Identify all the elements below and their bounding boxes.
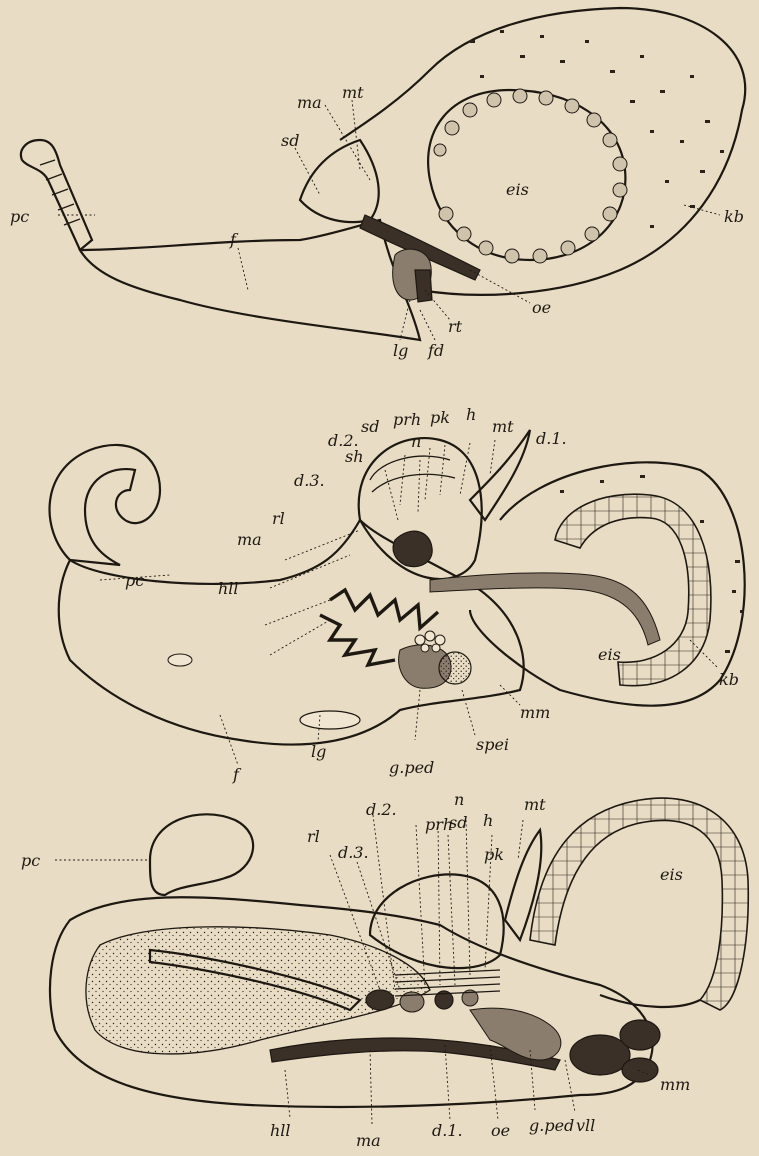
fig1-rt xyxy=(415,270,432,302)
fig2-label-d3: d.3. xyxy=(294,471,325,490)
fig1-label-fd: fd xyxy=(427,341,444,360)
fig1-bead-chain xyxy=(434,89,627,263)
fig2-label-h: h xyxy=(466,405,476,424)
fig2-label-gped: g.ped xyxy=(389,758,434,777)
fig2-label-eis: eis xyxy=(598,645,621,664)
fig3-label-mt: mt xyxy=(524,795,546,814)
fig1-leaders xyxy=(58,100,720,340)
fig2-label-sd: sd xyxy=(361,417,379,436)
fig3-label-d1: d.1. xyxy=(432,1121,463,1140)
fig2-label-mm: mm xyxy=(520,703,550,722)
fig2-label-hll: hll xyxy=(218,579,239,598)
fig2-label-pk: pk xyxy=(430,408,450,427)
fig1-label-eis: eis xyxy=(506,180,529,199)
fig3-label-sd: sd xyxy=(449,813,467,832)
fig2-label-pc: pc xyxy=(125,571,144,590)
fig1-label-sd: sd xyxy=(281,131,299,150)
figure-1: pc ma mt sd eis kb f oe rt lg fd xyxy=(10,8,745,360)
fig1-label-f: f xyxy=(229,230,239,249)
fig2-sd-lobes xyxy=(370,456,455,492)
fig2-label-d1: d.1. xyxy=(536,429,567,448)
fig2-label-lg: lg xyxy=(311,742,326,761)
fig3-label-h: h xyxy=(483,811,493,830)
fig1-label-oe: oe xyxy=(532,298,551,317)
fig2-hollow-lg xyxy=(300,711,360,729)
fig2-label-f: f xyxy=(232,765,242,784)
fig2-label-kb: kb xyxy=(719,670,739,689)
figure-3: pc d.2. n mt prh sd h rl d.3. pk eis mm … xyxy=(21,790,748,1150)
fig2-label-sh: sh xyxy=(345,447,364,466)
fig2-body-outline xyxy=(59,520,524,745)
fig2-eis-cell-band xyxy=(555,494,711,685)
fig1-label-pc: pc xyxy=(10,207,29,226)
fig1-label-mt: mt xyxy=(342,83,364,102)
fig2-label-rl: rl xyxy=(272,509,285,528)
fig1-label-rt: rt xyxy=(448,317,463,336)
fig3-label-gped: g.ped xyxy=(529,1116,574,1135)
fig3-label-eis: eis xyxy=(660,865,683,884)
fig3-label-d2: d.2. xyxy=(366,800,397,819)
fig3-label-hll: hll xyxy=(270,1121,291,1140)
fig3-label-oe: oe xyxy=(491,1121,510,1140)
fig3-label-ma: ma xyxy=(356,1131,381,1150)
fig1-sd-lobe xyxy=(300,140,379,222)
fig1-label-lg: lg xyxy=(393,341,408,360)
fig3-eis-tail xyxy=(600,995,700,1007)
fig3-label-n: n xyxy=(454,790,464,809)
fig1-body-outline xyxy=(80,220,420,340)
fig2-gut-tube xyxy=(430,573,660,645)
fig3-eis-band xyxy=(530,798,748,1010)
fig1-label-kb: kb xyxy=(724,207,744,226)
fig2-label-prh: prh xyxy=(393,410,421,429)
fig3-label-pc: pc xyxy=(21,851,40,870)
fig3-label-mm: mm xyxy=(660,1075,690,1094)
fig2-mt xyxy=(470,430,530,520)
fig2-shell-gland xyxy=(393,531,432,566)
fig2-label-spei: spei xyxy=(476,735,509,754)
fig2-spei xyxy=(439,652,471,684)
fig2-label-ma: ma xyxy=(237,530,262,549)
fig3-label-rl: rl xyxy=(307,827,320,846)
fig3-label-d3: d.3. xyxy=(338,843,369,862)
fig3-label-pk: pk xyxy=(484,845,504,864)
fig3-pc-blob xyxy=(150,814,253,895)
fig2-hollow-small xyxy=(168,654,192,666)
fig3-label-vll: vll xyxy=(576,1116,595,1135)
fig2-label-n: n xyxy=(411,432,421,451)
fig1-pc-stalk xyxy=(21,140,92,250)
figure-2: sd prh pk h mt d.2. sh n d.1. d.3. rl ma… xyxy=(50,405,745,784)
fig1-label-ma: ma xyxy=(297,93,322,112)
fig2-pc-curl xyxy=(50,445,160,565)
fig2-label-mt: mt xyxy=(492,417,514,436)
